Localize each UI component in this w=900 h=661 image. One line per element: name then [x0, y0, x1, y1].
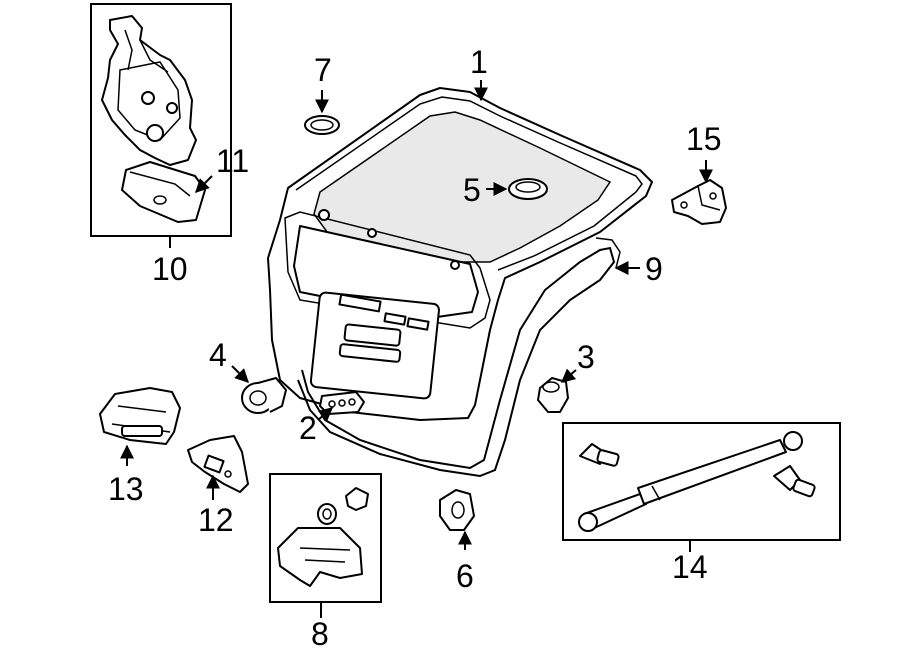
bumper-4: [241, 377, 287, 414]
callout-5: 5: [463, 172, 481, 208]
hinge-group-box: [269, 473, 382, 603]
gas-strut-14: [578, 431, 816, 532]
switch-2: [319, 391, 365, 415]
leader-2: [317, 407, 334, 422]
leader-11: [195, 175, 213, 193]
callout-13: 13: [108, 471, 144, 507]
grommet-5-inner: [515, 181, 541, 193]
callout-3: 3: [577, 339, 595, 375]
striker-12: [187, 435, 249, 493]
callout-7: 7: [314, 52, 332, 88]
clip-6: [439, 489, 475, 531]
callout-1: 1: [470, 44, 488, 80]
callout-10: 10: [152, 251, 188, 287]
plug-7: [304, 115, 340, 135]
callout-14: 14: [672, 549, 708, 585]
plug-7-inner: [310, 119, 334, 131]
leader-4: [231, 365, 249, 383]
callout-4: 4: [209, 337, 227, 373]
hinge-bracket-8: [277, 487, 369, 587]
callout-2: 2: [299, 410, 317, 446]
weatherstrip-9: [297, 246, 616, 478]
callout-8: 8: [311, 616, 329, 652]
callout-6: 6: [456, 558, 474, 594]
hinge-15: [671, 179, 727, 225]
latch-assembly: [101, 15, 197, 166]
callout-12: 12: [198, 502, 234, 538]
housing-13: [99, 387, 181, 445]
strut-group-box: [562, 422, 841, 541]
leader-3: [560, 368, 577, 383]
callout-15: 15: [686, 121, 722, 157]
callout-11: 11: [216, 143, 249, 179]
callout-9: 9: [645, 251, 663, 287]
liftgate: [267, 87, 653, 421]
latch-group-box: [90, 3, 232, 237]
bumper-3: [537, 377, 569, 413]
weatherstrip-9-corner: [595, 237, 621, 269]
latch-cover: [121, 161, 206, 223]
